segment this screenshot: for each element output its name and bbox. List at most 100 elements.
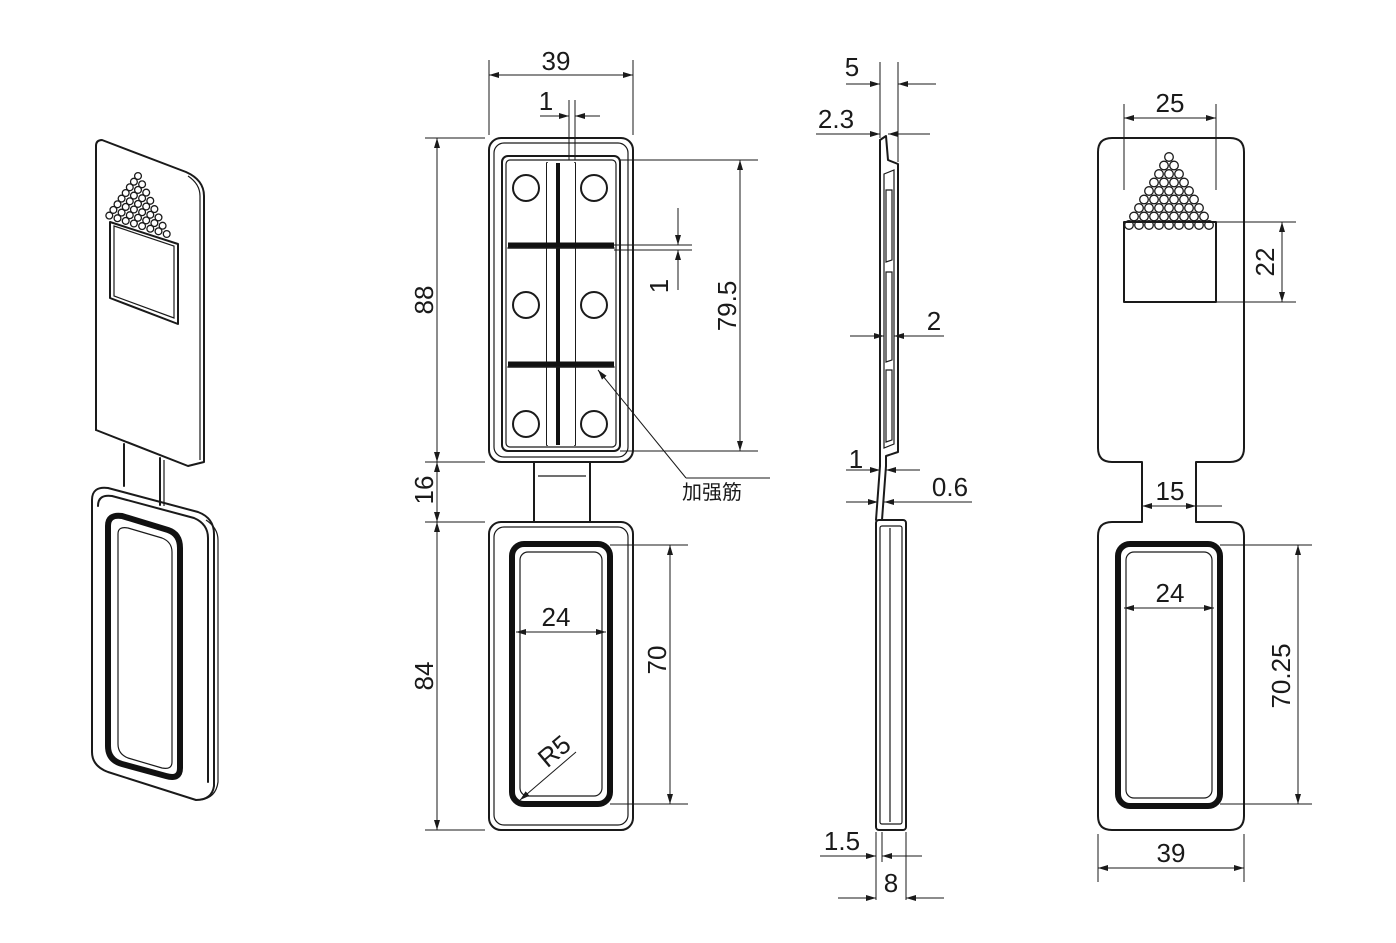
back-view: 25 22 15 24 70.25 39 — [1097, 88, 1312, 882]
logo-dots-iso — [105, 171, 171, 239]
dim-top-thickness: 5 — [845, 52, 859, 82]
dim-inner-height-back: 70.25 — [1266, 643, 1296, 708]
logo-dot — [129, 177, 138, 186]
logo-dot — [1189, 211, 1199, 222]
dim-back-width: 39 — [1157, 838, 1186, 868]
dim-top-height: 88 — [409, 286, 439, 315]
logo-dot — [162, 229, 171, 239]
logo-dot — [1149, 177, 1159, 188]
dim-bottom-step: 1.5 — [824, 826, 860, 856]
logo-dot — [1144, 203, 1154, 213]
logo-dot — [1159, 160, 1169, 171]
logo-dot — [1169, 194, 1179, 205]
dim-corner-radius: R5 — [532, 729, 577, 773]
logo-dot — [1169, 177, 1179, 188]
logo-dot — [1149, 194, 1159, 205]
logo-dot — [117, 194, 126, 203]
dim-neck-height: 16 — [409, 476, 439, 505]
logo-dot — [133, 199, 143, 208]
logo-dot — [1179, 177, 1189, 188]
dim-logo-width: 25 — [1156, 88, 1185, 118]
logo-dot — [133, 185, 143, 194]
isometric-view — [91, 139, 219, 801]
logo-dot — [1174, 203, 1184, 213]
logo-dot — [129, 219, 138, 228]
reinforcing-ribs — [507, 162, 615, 446]
logo-dot — [138, 222, 147, 231]
logo-dot — [142, 216, 151, 225]
logo-dot — [1154, 203, 1164, 213]
logo-dot — [1139, 211, 1149, 222]
dim-window-width: 24 — [542, 602, 571, 632]
logo-dot — [1164, 152, 1174, 162]
dim-neck-step: 1 — [849, 444, 863, 474]
logo-dots-back — [1124, 152, 1214, 230]
logo-dot — [150, 219, 159, 228]
logo-dot — [113, 214, 122, 223]
logo-dot — [1164, 203, 1174, 213]
logo-dot — [121, 188, 130, 198]
logo-dot — [1199, 211, 1209, 222]
logo-dot — [1174, 169, 1184, 179]
logo-dot — [138, 180, 147, 189]
logo-dot — [146, 210, 155, 219]
logo-dot — [1134, 203, 1144, 213]
dim-inner-width: 24 — [1156, 578, 1185, 608]
front-view: 39 1 88 16 84 79.5 1 70 — [409, 46, 770, 831]
logo-dot — [1154, 169, 1164, 179]
dim-top-step: 2.3 — [818, 104, 854, 134]
logo-dot — [142, 202, 151, 211]
logo-dot — [133, 213, 143, 222]
logo-dot — [1159, 211, 1169, 222]
side-view: 5 2.3 2 1 0.6 1.5 8 — [816, 52, 972, 901]
mounting-circles — [512, 174, 608, 438]
dim-rib-width: 1 — [539, 86, 553, 116]
dim-front-width: 39 — [542, 46, 571, 76]
logo-dot — [146, 196, 155, 205]
logo-dot — [1144, 186, 1154, 196]
logo-dot — [121, 202, 130, 211]
logo-dot — [154, 227, 163, 236]
logo-dot — [109, 205, 118, 214]
logo-dot — [158, 221, 167, 230]
logo-dot — [1164, 186, 1174, 196]
logo-dot — [154, 213, 163, 222]
dim-bottom-height: 84 — [409, 662, 439, 691]
logo-dot — [1194, 203, 1204, 213]
logo-dot — [121, 216, 130, 225]
logo-dot — [125, 211, 134, 220]
logo-dot — [1184, 203, 1194, 213]
logo-dot — [1174, 186, 1184, 196]
logo-dot — [1129, 211, 1139, 222]
logo-dot — [150, 205, 159, 214]
logo-dot — [138, 194, 147, 203]
logo-dot — [1189, 194, 1199, 205]
logo-dot — [125, 183, 134, 192]
dim-neck-width: 15 — [1156, 476, 1185, 506]
logo-dot — [1179, 211, 1189, 222]
logo-dot — [1139, 194, 1149, 205]
logo-dot — [1169, 211, 1179, 222]
dim-inner-height: 79.5 — [712, 281, 742, 332]
logo-dot — [1159, 194, 1169, 205]
logo-dot — [1169, 160, 1179, 171]
logo-dot — [129, 205, 138, 214]
dim-window-height-back: 22 — [1250, 248, 1280, 277]
logo-dot — [1154, 186, 1164, 196]
logo-dot — [1164, 169, 1174, 179]
dim-neck-thickness: 0.6 — [932, 472, 968, 502]
logo-dot — [1149, 211, 1159, 222]
label-reinforcing-rib: 加强筋 — [682, 480, 742, 504]
dim-bottom-thickness: 8 — [884, 868, 898, 898]
dim-plate: 2 — [927, 306, 941, 336]
logo-dot — [133, 171, 143, 181]
dim-rib-gap: 1 — [644, 279, 674, 293]
logo-dot — [113, 200, 122, 209]
logo-dot — [125, 197, 134, 206]
logo-dot — [1179, 194, 1189, 205]
logo-dot — [117, 208, 126, 217]
logo-dot — [1184, 186, 1194, 196]
logo-dot — [105, 211, 114, 220]
logo-dot — [1159, 177, 1169, 188]
